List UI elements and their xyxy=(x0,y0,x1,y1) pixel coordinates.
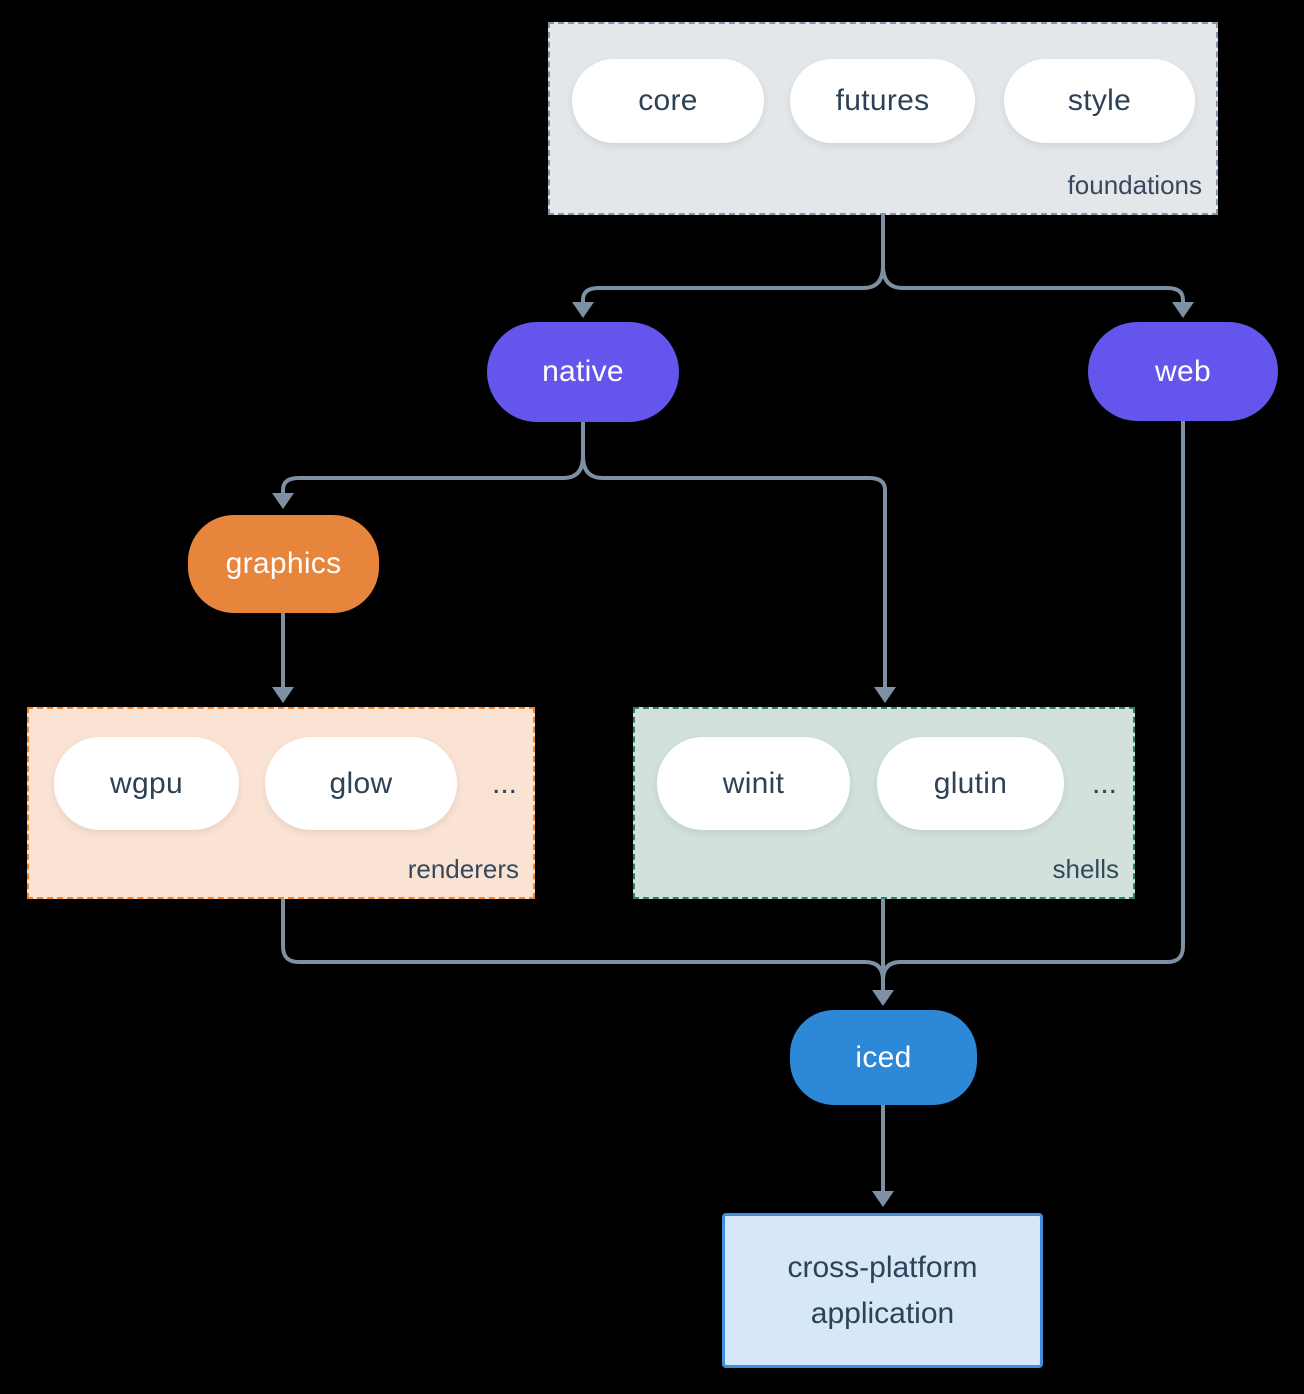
node-web: web xyxy=(1088,322,1278,421)
node-native: native xyxy=(487,322,679,422)
node-iced: iced xyxy=(790,1010,977,1105)
arrowhead-shells xyxy=(874,687,896,703)
group-label-foundations: foundations xyxy=(1067,170,1202,200)
edge-web-iced xyxy=(881,421,1185,981)
node-futures: futures xyxy=(790,59,975,143)
node-wgpu: wgpu xyxy=(54,737,239,830)
arrowhead-application xyxy=(872,1191,894,1207)
group-foundations: core futures style foundations xyxy=(548,22,1218,215)
renderers-ellipsis: ... xyxy=(491,766,517,800)
arrowhead-renderers xyxy=(272,687,294,703)
edge-native-shells xyxy=(581,455,887,687)
node-glutin: glutin xyxy=(877,737,1064,830)
group-renderers: wgpu glow ... renderers xyxy=(27,707,535,899)
node-graphics: graphics xyxy=(188,515,379,613)
application-label-line2: application xyxy=(810,1296,955,1330)
node-style: style xyxy=(1004,59,1195,143)
group-label-renderers: renderers xyxy=(407,854,519,884)
arrowhead-graphics xyxy=(272,493,294,509)
arrowhead-web xyxy=(1172,302,1194,318)
group-shells: winit glutin ... shells xyxy=(633,707,1135,899)
node-core: core xyxy=(572,59,764,143)
edge-foundations-web xyxy=(881,265,1185,302)
node-glow: glow xyxy=(265,737,457,830)
arrowhead-native xyxy=(572,302,594,318)
edge-native-graphics xyxy=(281,422,585,493)
node-application: cross-platform application xyxy=(722,1213,1043,1368)
node-winit: winit xyxy=(657,737,850,830)
application-label-line1: cross-platform xyxy=(787,1250,978,1284)
arrowhead-iced xyxy=(872,990,894,1006)
group-label-shells: shells xyxy=(1052,854,1119,884)
edge-renderers-iced xyxy=(281,899,885,981)
edge-foundations-native xyxy=(581,215,885,302)
shells-ellipsis: ... xyxy=(1091,766,1117,800)
